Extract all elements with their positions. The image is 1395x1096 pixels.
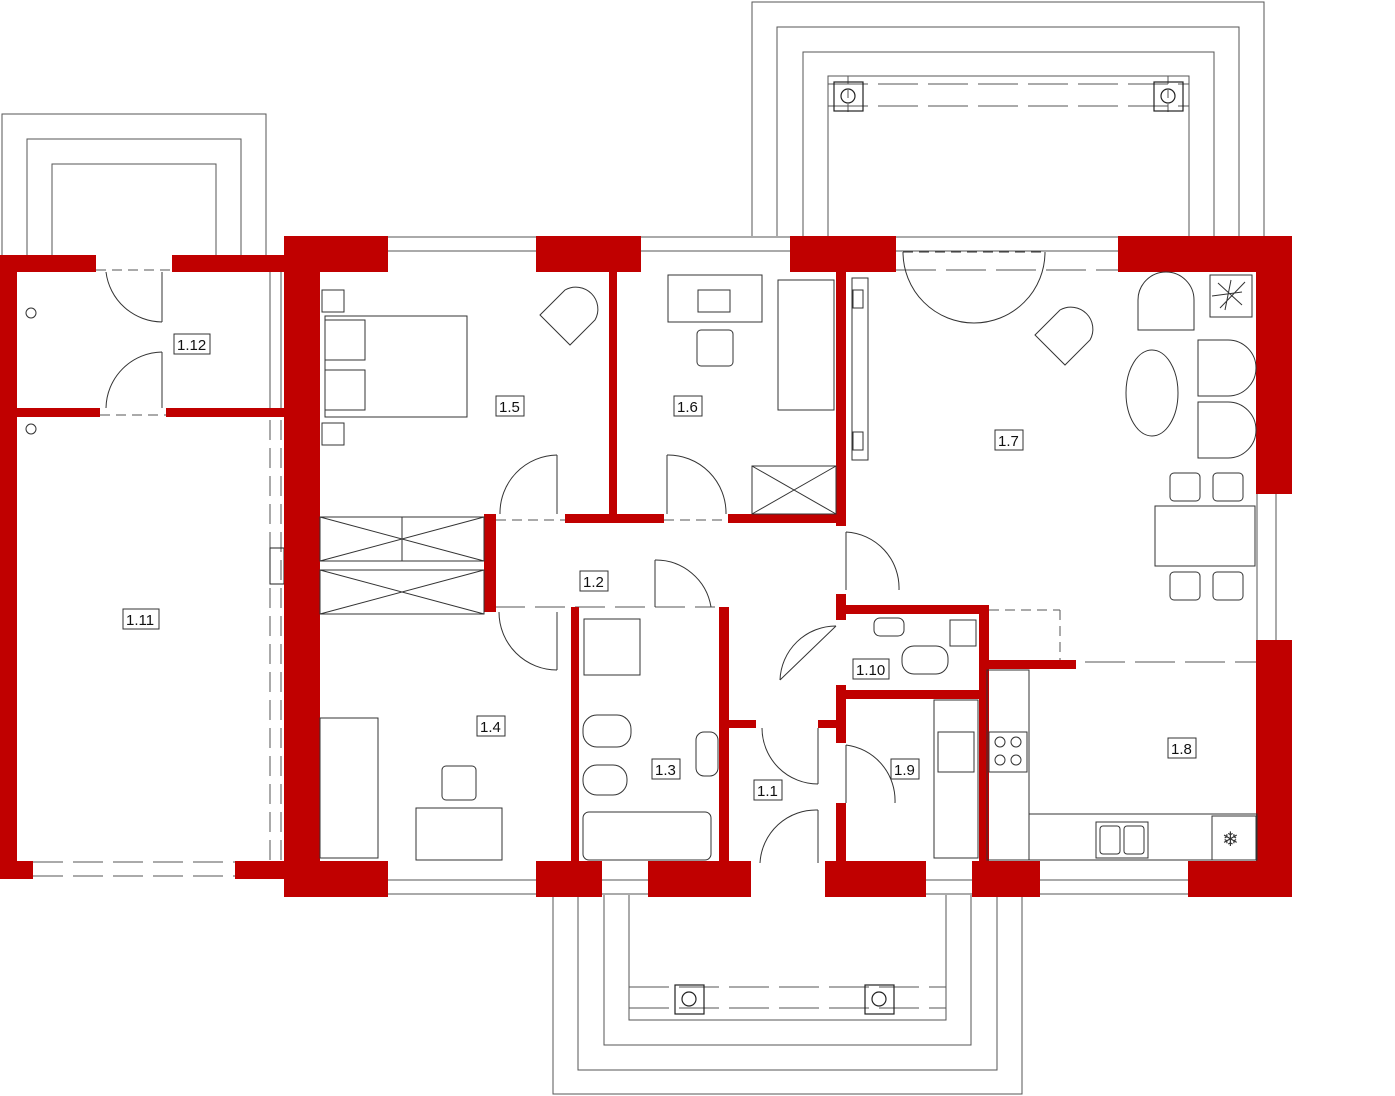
svg-text:1.10: 1.10 <box>856 662 885 679</box>
room-1-5-label: 1.5 <box>495 395 525 417</box>
room-1-8-label: 1.8 <box>1167 737 1197 759</box>
room-1-6-label: 1.6 <box>673 395 703 417</box>
svg-text:1.11: 1.11 <box>126 612 154 629</box>
svg-text:❄: ❄ <box>1222 829 1239 851</box>
svg-text:1.6: 1.6 <box>677 399 698 416</box>
svg-text:1.3: 1.3 <box>655 762 676 779</box>
terrace-top <box>751 1 1265 236</box>
room-1-12-label: 1.12 <box>173 333 211 355</box>
svg-text:1.2: 1.2 <box>583 574 604 591</box>
terrace-bottom <box>552 895 1023 1095</box>
walls <box>0 236 1292 897</box>
room-labels: 1.1 1.2 1.3 1.4 1.5 1.6 1.7 1.8 1.9 1.10… <box>122 333 1197 801</box>
doors <box>105 251 1046 864</box>
room-1-2-label: 1.2 <box>579 570 609 592</box>
terrace-left <box>1 113 267 255</box>
room-1-3-label: 1.3 <box>651 758 681 780</box>
pillar-icon <box>833 81 1184 112</box>
room-1-1-label: 1.1 <box>753 779 783 801</box>
room-1-4-label: 1.4 <box>476 715 506 737</box>
room-1-10-label: 1.10 <box>852 658 890 680</box>
svg-text:1.12: 1.12 <box>177 337 206 354</box>
svg-text:1.4: 1.4 <box>480 719 501 736</box>
room-1-11-label: 1.11 <box>122 608 160 630</box>
svg-text:1.9: 1.9 <box>894 762 915 779</box>
svg-text:1.1: 1.1 <box>757 783 778 800</box>
window-lines <box>33 236 1277 895</box>
svg-text:1.7: 1.7 <box>998 433 1019 450</box>
pillar-icon <box>674 984 895 1015</box>
svg-text:1.8: 1.8 <box>1171 741 1192 758</box>
svg-text:1.5: 1.5 <box>499 399 520 416</box>
room-1-9-label: 1.9 <box>890 758 920 780</box>
furniture: ❄ <box>25 271 1258 861</box>
room-1-7-label: 1.7 <box>994 429 1024 451</box>
